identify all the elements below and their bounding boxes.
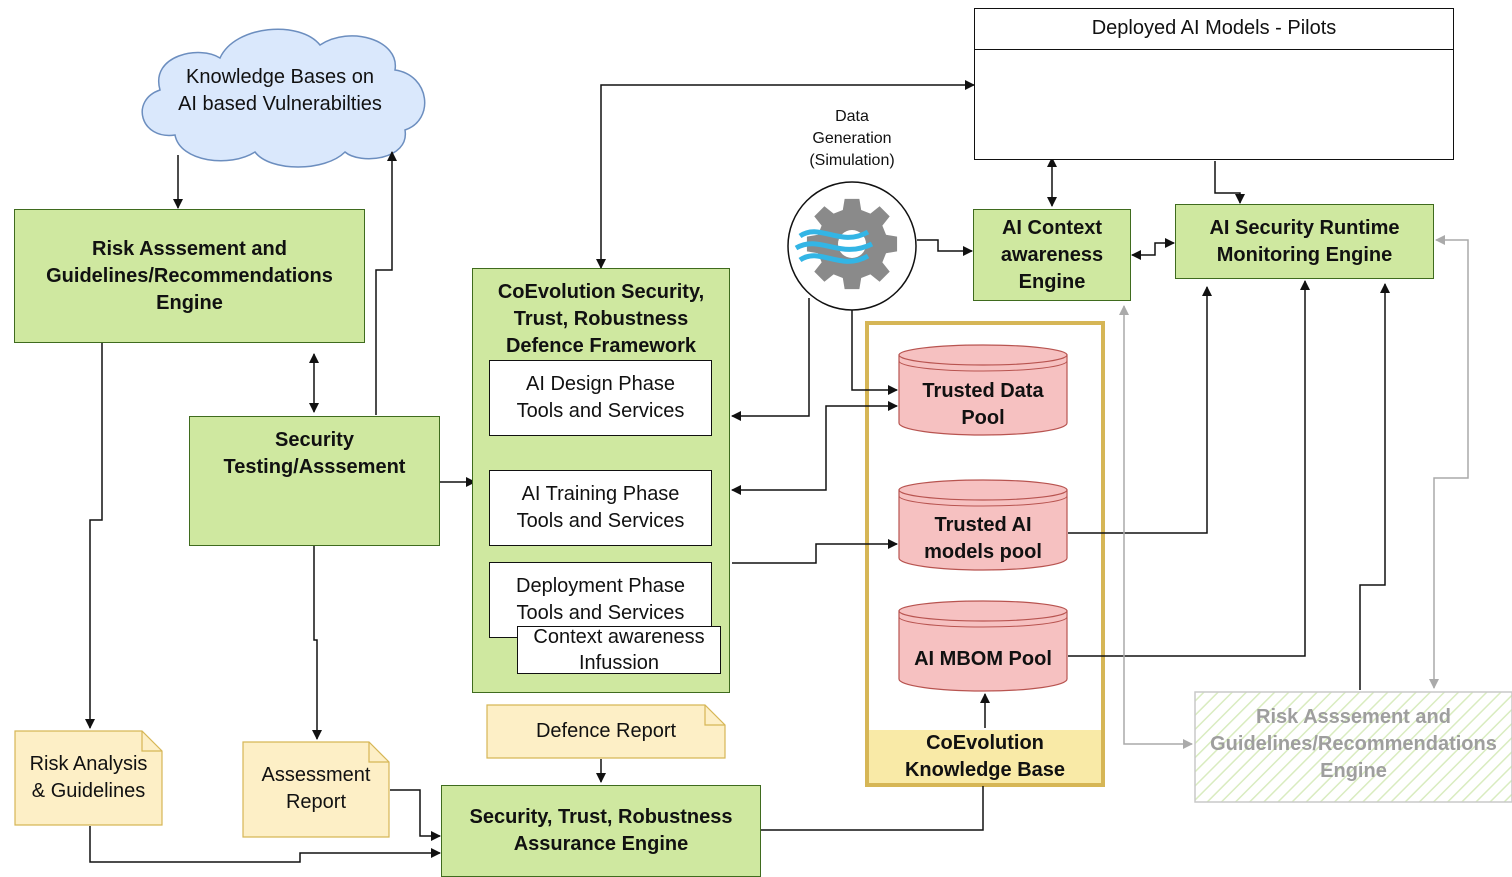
risk-analysis-label: Risk Analysis & Guidelines (29, 753, 148, 802)
deployed-models-title-divider (975, 49, 1453, 50)
generation-to-data-pool-arrow (851, 310, 898, 395)
faded-connectors (1119, 235, 1469, 749)
trusted-data-pool-label: Trusted Data Pool (922, 380, 1044, 429)
connectors (85, 80, 1390, 863)
generation-to-design-arrow (731, 298, 810, 421)
assurance-to-kb-line (760, 786, 984, 831)
design-phase-box[interactable]: AI Design Phase Tools and Services (489, 360, 712, 436)
context-runtime-double-arrow (1131, 238, 1175, 260)
assessment-report-to-assurance-arrow (390, 789, 441, 841)
risk-analysis-to-assurance-arrow (89, 826, 441, 863)
mbom-cylinder (898, 600, 1068, 692)
training-phase-box[interactable]: AI Training Phase Tools and Services (489, 470, 712, 546)
knowledge-cloud-shape (141, 28, 426, 168)
assessment-report-note-fold (368, 742, 389, 763)
runtime-faded-engine-arrow (1429, 235, 1469, 689)
assessment-report-label: Assessment Report (261, 764, 371, 813)
trusted-models-cylinder (898, 479, 1068, 571)
deployed-models-title: Deployed AI Models - Pilots (1091, 17, 1337, 39)
assurance-engine[interactable]: Security, Trust, Robustness Assurance En… (441, 785, 761, 877)
risk-engine-to-risk-analysis-arrow (85, 343, 103, 729)
faded-risk-engine-shape (1194, 691, 1512, 803)
coevolution-kb-label: CoEvolution Knowledge Base (904, 732, 1066, 781)
deployment-to-models-pool-arrow (732, 539, 898, 564)
context-awareness-engine[interactable]: AI Context awareness Engine (973, 209, 1131, 301)
assessment-report-note-shape (242, 741, 390, 838)
runtime-monitoring-engine[interactable]: AI Security Runtime Monitoring Engine (1175, 204, 1434, 279)
data-generation-icon (787, 181, 917, 311)
faded-engine-to-runtime-arrow (1359, 283, 1390, 690)
testing-to-cloud-arrow (375, 151, 397, 415)
deployed-to-runtime-arrow (1214, 161, 1245, 204)
context-faded-engine-arrow (1119, 305, 1193, 749)
defence-report-label: Defence Report (535, 720, 677, 742)
trusted-models-pool-label: Trusted AI models pool (924, 514, 1042, 563)
defence-report-note-fold (704, 705, 725, 726)
kb-container (865, 321, 1105, 787)
data-pool-training-double-arrow (731, 401, 898, 495)
knowledge-bases-label: Knowledge Bases on AI based Vulnerabilti… (178, 66, 382, 115)
models-pool-to-runtime-arrow (1068, 286, 1212, 534)
risk-analysis-note-shape (14, 730, 163, 826)
defence-report-note-shape (486, 704, 726, 759)
mbom-pool-label: AI MBOM Pool (914, 648, 1052, 670)
faded-risk-engine[interactable]: Risk Asssement and Guidelines/Recommenda… (1210, 706, 1497, 782)
context-infusion-box[interactable]: Context awareness Infussion (517, 626, 721, 674)
trusted-data-cylinder (898, 344, 1068, 436)
generation-to-context-arrow (917, 239, 973, 256)
deployment-phase-box[interactable]: Deployment Phase Tools and Services (489, 562, 712, 638)
kb-label-bg (869, 730, 1101, 783)
coevolution-framework-title: CoEvolution Security, Trust, Robustness … (497, 281, 705, 357)
testing-to-assessment-report-arrow (312, 546, 322, 740)
framework-to-deployed-arrow (596, 80, 975, 269)
deployed-models-box[interactable] (974, 8, 1454, 160)
risk-assessment-engine[interactable]: Risk Asssement and Guidelines/Recommenda… (14, 209, 365, 343)
data-generation-label: Data Generation (Simulation) (809, 108, 895, 169)
security-testing-box[interactable]: Security Testing/Asssement (189, 416, 440, 546)
risk-analysis-note-fold (141, 731, 162, 752)
